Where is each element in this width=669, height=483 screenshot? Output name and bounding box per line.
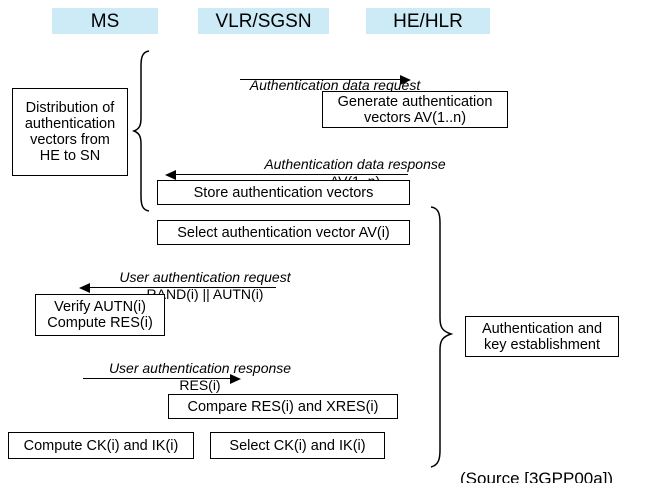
- phase-box-distribution-label: Distribution of authentication vectors f…: [24, 100, 116, 164]
- step-box-select-ck-ik-label: Select CK(i) and IK(i): [229, 437, 366, 454]
- message-payload-user-auth-response: RES(i): [179, 377, 221, 393]
- phase-box-auth-key-label: Authentication and key establishment: [481, 320, 603, 353]
- step-box-select-ck-ik: Select CK(i) and IK(i): [210, 432, 385, 459]
- step-box-select-av-label: Select authentication vector AV(i): [177, 224, 390, 241]
- step-box-compare-res: Compare RES(i) and XRES(i): [168, 394, 398, 419]
- column-header-he-hlr-label: HE/HLR: [393, 10, 463, 32]
- message-arrowhead-user-auth-response: [230, 374, 241, 384]
- step-box-select-av: Select authentication vector AV(i): [157, 220, 410, 245]
- phase-brace-distribution: [131, 50, 154, 212]
- step-box-compute-ck-ik-label: Compute CK(i) and IK(i): [23, 437, 179, 454]
- step-box-compare-res-label: Compare RES(i) and XRES(i): [187, 398, 379, 415]
- message-label-user-auth-response: User authentication response: [108, 360, 292, 376]
- column-header-ms: MS: [52, 8, 158, 34]
- step-box-generate-av-label: Generate authentication vectors AV(1..n): [337, 93, 493, 126]
- phase-box-auth-key: Authentication and key establishment: [465, 316, 619, 357]
- step-box-verify-autn-label: Verify AUTN(i) Compute RES(i): [47, 299, 153, 331]
- column-header-he-hlr: HE/HLR: [366, 8, 490, 34]
- step-box-compute-ck-ik: Compute CK(i) and IK(i): [8, 432, 194, 459]
- message-arrow-user-auth-response: [83, 378, 235, 379]
- message-arrow-user-auth-request: [90, 287, 276, 288]
- message-label-user-auth-request: User authentication request: [119, 269, 291, 285]
- message-arrowhead-auth-data-request: [400, 75, 411, 85]
- phase-box-distribution: Distribution of authentication vectors f…: [12, 88, 128, 176]
- message-arrow-auth-data-response: [176, 174, 408, 175]
- source-note: (Source [3GPP00a]): [460, 469, 614, 483]
- message-label-auth-data-request: Authentication data request: [249, 77, 421, 93]
- column-header-ms-label: MS: [90, 10, 120, 32]
- step-box-store-av-label: Store authentication vectors: [193, 184, 374, 201]
- message-arrowhead-user-auth-request: [79, 283, 90, 293]
- message-label-auth-data-response: Authentication data response: [264, 156, 446, 172]
- column-header-vlr-sgsn-label: VLR/SGSN: [215, 10, 312, 32]
- step-box-generate-av: Generate authentication vectors AV(1..n): [322, 91, 508, 128]
- phase-brace-auth-key: [428, 206, 454, 468]
- step-box-verify-autn: Verify AUTN(i) Compute RES(i): [35, 294, 165, 336]
- message-arrow-auth-data-request: [240, 79, 405, 80]
- step-box-store-av: Store authentication vectors: [157, 180, 410, 205]
- message-arrowhead-auth-data-response: [165, 170, 176, 180]
- column-header-vlr-sgsn: VLR/SGSN: [198, 8, 329, 34]
